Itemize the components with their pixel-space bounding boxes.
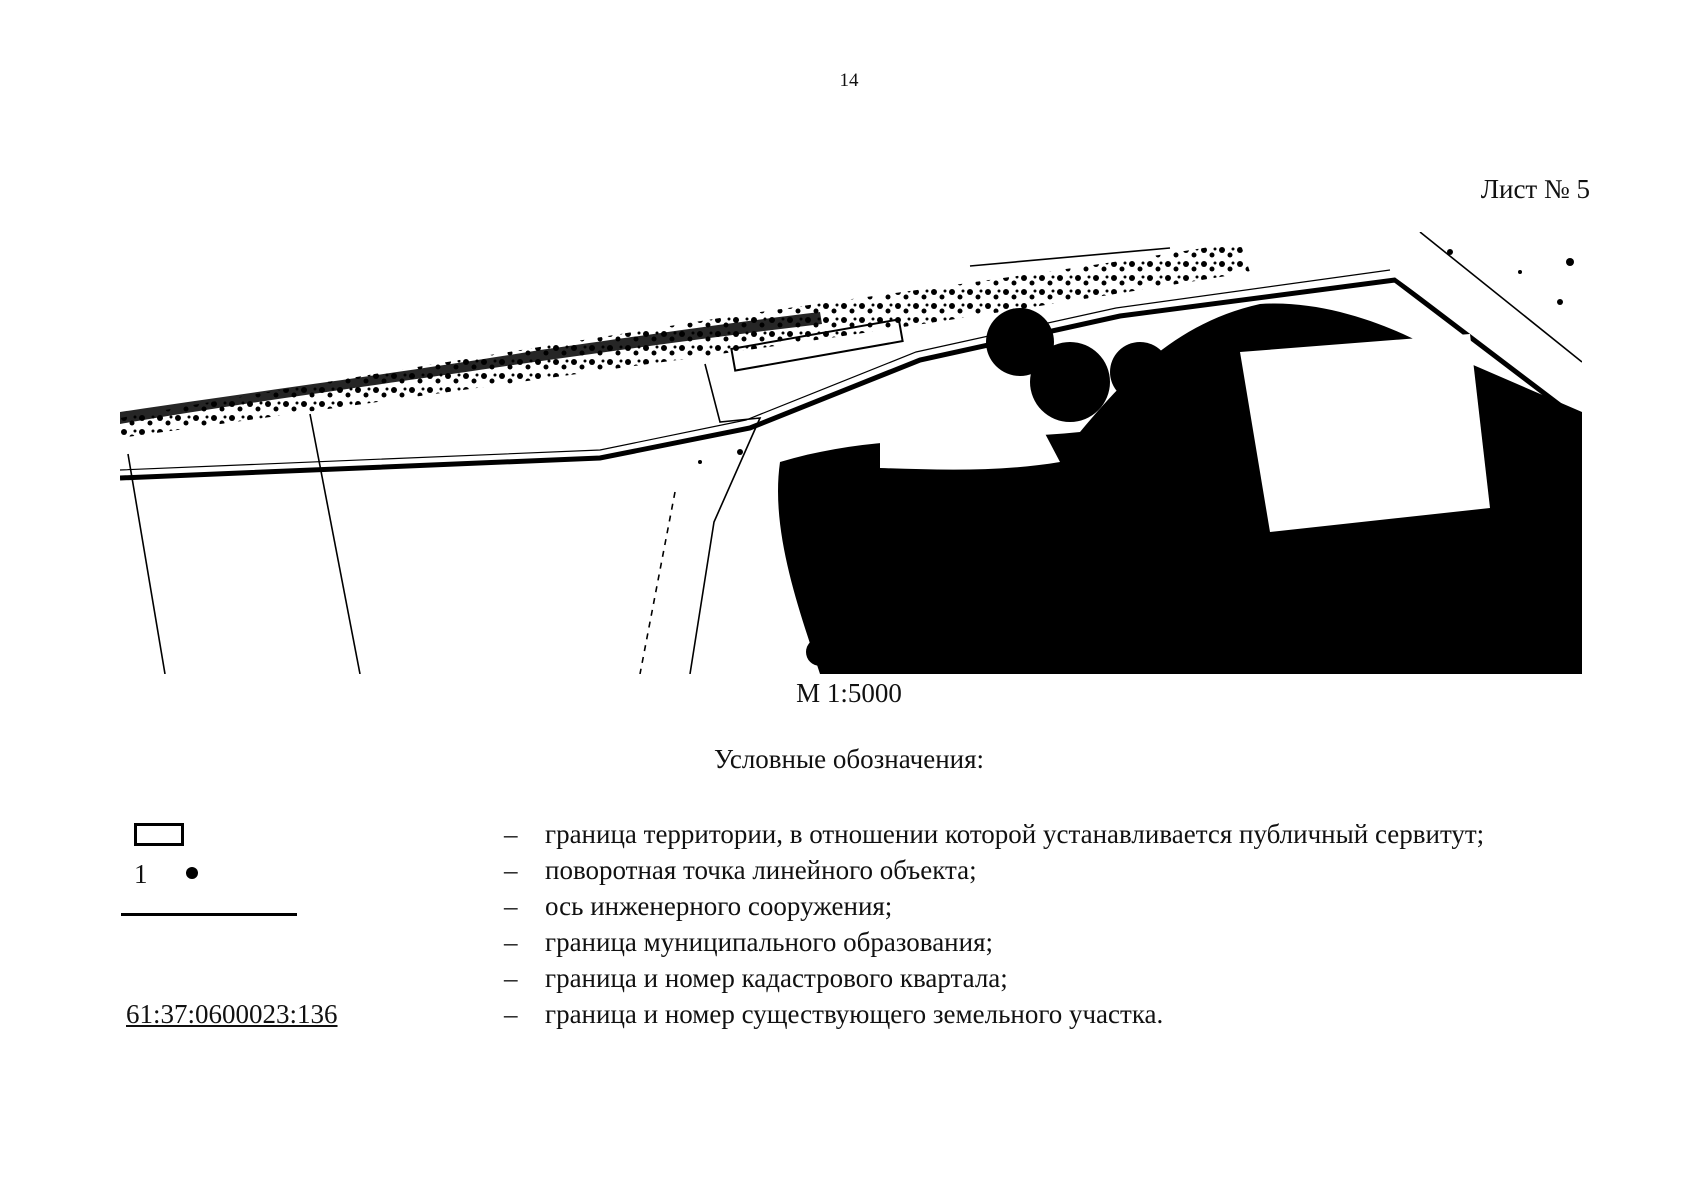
sheet-label: Лист № 5 [1480,174,1590,204]
legend-text: граница территории, в отношении которой … [545,819,1485,849]
engineering-axis [120,269,1391,471]
cadastral-number: 61:37:0600023:136 [126,999,338,1029]
solid-line-icon [121,913,297,916]
legend-dash: – [504,927,518,957]
dot-icon [186,867,198,879]
tree-belt-north-dense [120,312,822,424]
legend-dash: – [504,855,518,885]
legend-row-municipal-boundary: – граница муниципального образования; [0,927,1698,961]
legend-dash: – [504,999,518,1029]
road [120,272,1582,481]
map-view[interactable] [120,232,1582,674]
cadastral-boundaries [127,232,1582,674]
legend-row-land-plot: 61:37:0600023:136 – граница и номер суще… [0,999,1698,1033]
point-number: 1 [134,859,148,889]
legend-row-servitude: – граница территории, в отношении которо… [0,819,1698,853]
legend-row-axis: – ось инженерного сооружения; [0,891,1698,925]
legend-text: граница и номер существующего земельного… [545,999,1164,1029]
legend-row-turning-point: 1 – поворотная точка линейного объекта; [0,855,1698,889]
scrub-dots [698,249,1574,464]
legend-dash: – [504,963,518,993]
clearing-inner [880,424,1060,470]
clearing [1240,334,1490,532]
legend-text: граница муниципального образования; [545,927,994,957]
rectangle-outline-icon [134,823,184,846]
servitude-territory [730,318,904,372]
page-number: 14 [839,70,859,91]
map-scale: М 1:5000 [796,678,902,708]
legend-dash: – [504,819,518,849]
legend-text: граница и номер кадастрового квартала; [545,963,1008,993]
legend-row-cadastral-quarter: – граница и номер кадастрового квартала; [0,963,1698,997]
legend-text: ось инженерного сооружения; [545,891,893,921]
legend-text: поворотная точка линейного объекта; [545,855,977,885]
legend-title: Условные обозначения: [713,744,985,774]
legend-dash: – [504,891,518,921]
